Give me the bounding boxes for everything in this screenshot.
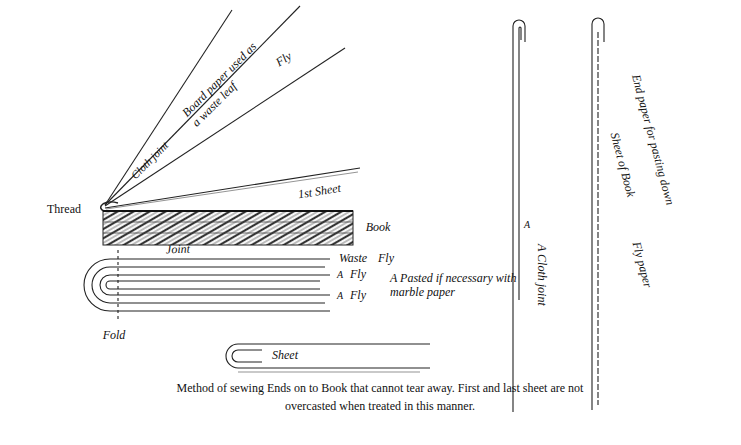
part-label: Book (366, 221, 391, 235)
part-label: 1st Sheet (297, 182, 342, 202)
part-label: Sheet of Book (607, 131, 637, 198)
part-label: A Pasted if necessary with marble paper (390, 272, 520, 300)
part-label: A (337, 290, 343, 302)
part-label: Fly (378, 252, 394, 266)
book-block (103, 211, 353, 245)
part-label: Fly (350, 268, 366, 282)
end-sections (513, 18, 604, 412)
part-label: Fly (274, 50, 295, 70)
part-label: Waste (339, 252, 367, 266)
part-label: Sheet (272, 349, 298, 363)
part-label: Cloth joint (129, 139, 171, 181)
part-label: Fly paper (628, 241, 653, 290)
part-label: Joint (166, 243, 190, 258)
part-label: Fly (350, 289, 366, 303)
part-label: Fold (103, 329, 126, 343)
folded-ends (84, 250, 430, 372)
part-label: A Cloth joint (534, 244, 548, 306)
fan-leaves (101, 6, 360, 212)
part-label: A (337, 269, 343, 281)
part-label: A (524, 219, 530, 231)
part-label: Board paper used as a waste leaf (180, 40, 270, 130)
part-label: Thread (47, 203, 81, 217)
figure-caption: Method of sewing Ends on to Book that ca… (160, 379, 600, 415)
